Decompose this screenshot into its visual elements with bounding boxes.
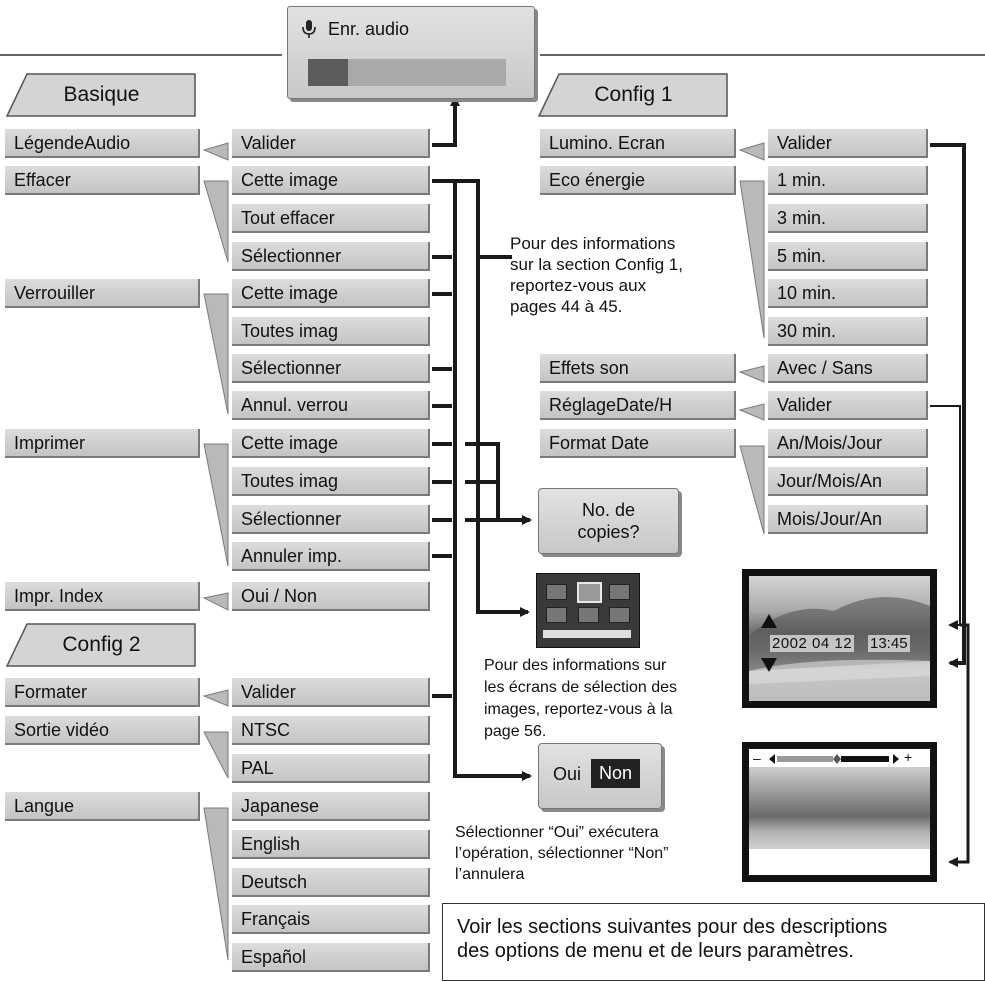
down-arrow-icon: [761, 658, 777, 672]
confirm-note: Sélectionner “Oui” exécutera l’opération…: [455, 824, 669, 883]
option-cette-image[interactable]: Cette image: [232, 429, 430, 458]
option-10-min[interactable]: 10 min.: [768, 279, 928, 308]
yes-button[interactable]: Oui: [553, 764, 582, 784]
minus-label: –: [753, 750, 761, 766]
menu-item-effacer[interactable]: Effacer: [5, 166, 200, 195]
option-avec-sans[interactable]: Avec / Sans: [768, 354, 928, 383]
audio-level-bar: [308, 59, 506, 86]
option-30-min[interactable]: 30 min.: [768, 317, 928, 346]
up-arrow-icon: [761, 614, 777, 628]
menu-item-reglage-date[interactable]: RéglageDate/H: [540, 391, 736, 420]
menu-item-legende-audio[interactable]: LégendeAudio: [5, 129, 200, 158]
footer-note-box: Voir les sections suivantes pour des des…: [442, 903, 985, 981]
option-pal[interactable]: PAL: [232, 754, 430, 783]
image-selection-screen: [536, 573, 640, 648]
selection-note: Pour des informations sur les écrans de …: [484, 657, 677, 740]
option-english[interactable]: English: [232, 830, 430, 859]
audio-record-panel: Enr. audio: [287, 6, 535, 99]
menu-item-imprimer[interactable]: Imprimer: [5, 429, 200, 458]
option-cette-image[interactable]: Cette image: [232, 166, 430, 195]
date-setting-screen: 2002 04 12 13:45: [742, 569, 937, 708]
option-jour-mois-an[interactable]: Jour/Mois/An: [768, 467, 928, 496]
audio-panel-title: Enr. audio: [328, 19, 410, 39]
option-japanese[interactable]: Japanese: [232, 792, 430, 821]
wedges-left: [202, 142, 229, 961]
landscape-photo: [749, 597, 930, 684]
menu-item-lumino-ecran[interactable]: Lumino. Ecran: [540, 129, 736, 158]
option-tout-effacer[interactable]: Tout effacer: [232, 204, 430, 233]
option-annuler-imp[interactable]: Annuler imp.: [232, 542, 430, 571]
option-selectionner[interactable]: Sélectionner: [232, 242, 430, 271]
menu-item-eco-energie[interactable]: Eco énergie: [540, 166, 736, 195]
option-deutsch[interactable]: Deutsch: [232, 868, 430, 897]
tab-config2[interactable]: Config 2: [5, 622, 198, 668]
menu-item-effets-son[interactable]: Effets son: [540, 354, 736, 383]
option-francais[interactable]: Français: [232, 905, 430, 934]
confirm-dialog: Oui Non: [538, 743, 662, 809]
option-annul-verrou[interactable]: Annul. verrou: [232, 391, 430, 420]
menu-item-sortie-video[interactable]: Sortie vidéo: [5, 716, 200, 745]
menu-item-verrouiller[interactable]: Verrouiller: [5, 279, 200, 308]
audio-level-fill: [308, 59, 348, 86]
option-ntsc[interactable]: NTSC: [232, 716, 430, 745]
option-oui-non[interactable]: Oui / Non: [232, 582, 430, 611]
microphone-icon: [302, 20, 316, 38]
option-5-min[interactable]: 5 min.: [768, 242, 928, 271]
menu-item-format-date[interactable]: Format Date: [540, 429, 736, 458]
option-selectionner[interactable]: Sélectionner: [232, 505, 430, 534]
option-an-mois-jour[interactable]: An/Mois/Jour: [768, 429, 928, 458]
option-selectionner[interactable]: Sélectionner: [232, 354, 430, 383]
date-readout: 2002 04 12: [770, 635, 855, 652]
brightness-slider: [769, 754, 899, 764]
option-valider[interactable]: Valider: [768, 391, 928, 420]
option-1-min[interactable]: 1 min.: [768, 166, 928, 195]
menu-item-impr-index[interactable]: Impr. Index: [5, 582, 200, 611]
option-mois-jour-an[interactable]: Mois/Jour/An: [768, 505, 928, 534]
copies-dialog: No. de copies?: [538, 488, 679, 554]
config1-note: Pour des informations sur la section Con…: [510, 234, 683, 316]
time-readout: 13:45: [868, 635, 910, 652]
option-valider[interactable]: Valider: [232, 129, 430, 158]
no-button[interactable]: Non: [591, 759, 641, 788]
option-espanol[interactable]: Español: [232, 943, 430, 972]
option-valider[interactable]: Valider: [768, 129, 928, 158]
menu-item-formater[interactable]: Formater: [5, 678, 200, 707]
menu-item-langue[interactable]: Langue: [5, 792, 200, 821]
option-valider[interactable]: Valider: [232, 678, 430, 707]
brightness-screen: – +: [742, 742, 937, 882]
option-toutes-imag[interactable]: Toutes imag: [232, 317, 430, 346]
option-toutes-imag[interactable]: Toutes imag: [232, 467, 430, 496]
landscape-photo: [749, 767, 930, 849]
option-3-min[interactable]: 3 min.: [768, 204, 928, 233]
tab-config1[interactable]: Config 1: [537, 72, 730, 118]
option-cette-image[interactable]: Cette image: [232, 279, 430, 308]
plus-label: +: [904, 749, 913, 765]
tab-basique[interactable]: Basique: [5, 72, 198, 118]
wedges-right: [738, 142, 765, 535]
